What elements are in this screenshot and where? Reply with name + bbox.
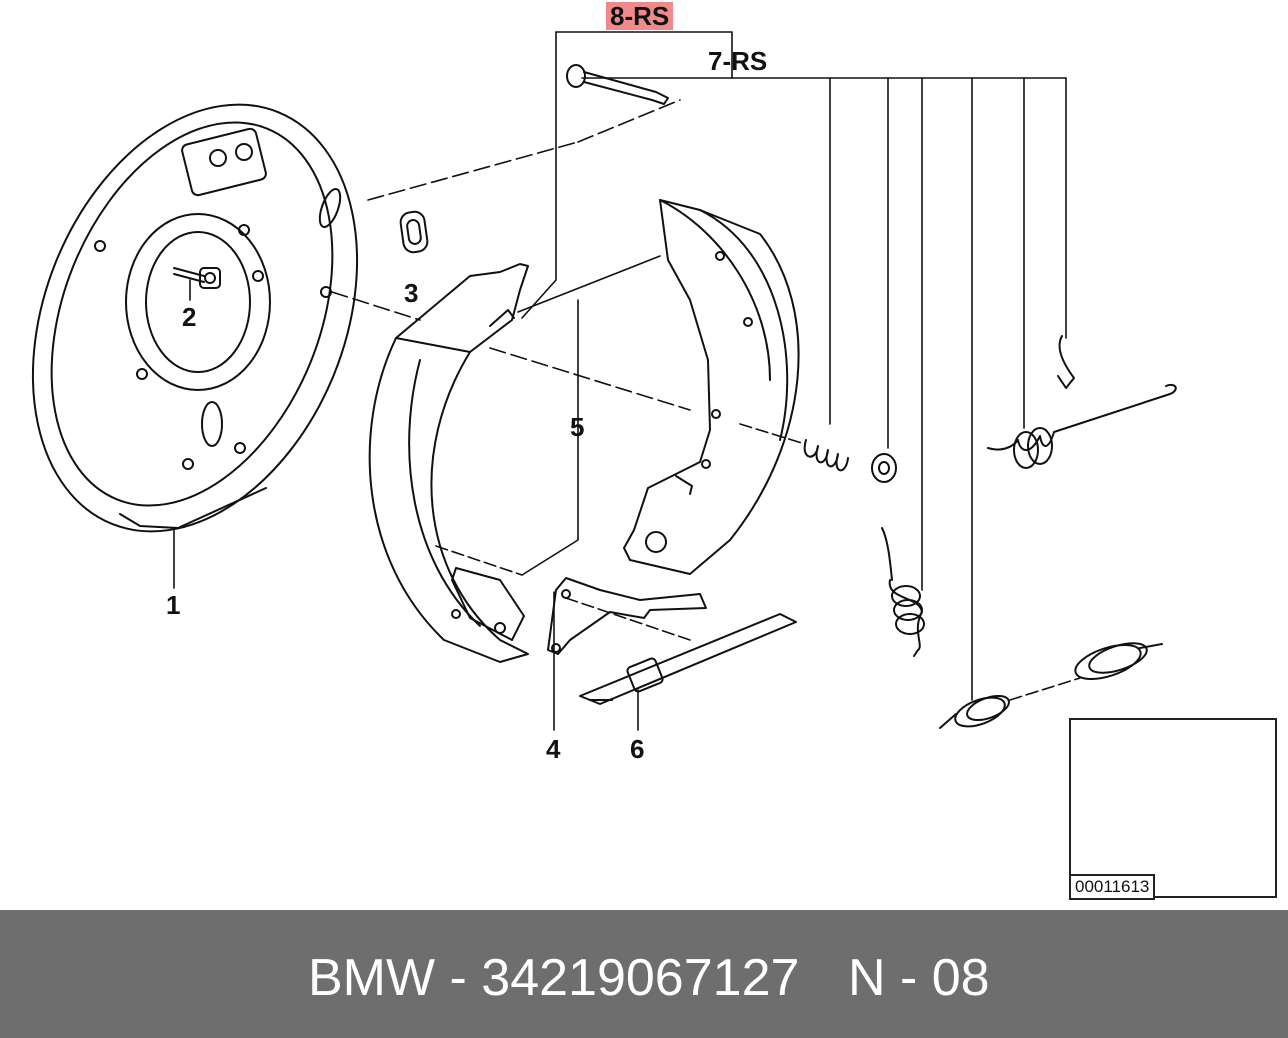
reference-inset: [1069, 718, 1277, 898]
callout-2: 2: [182, 302, 197, 332]
callout-3: 3: [404, 278, 419, 308]
return-spring-bottom: [939, 642, 1163, 729]
callout-1: 1: [166, 590, 181, 620]
return-spring-mid: [881, 527, 925, 657]
footer-part-number: BMW - 34219067127: [308, 949, 800, 1007]
footer-bar: BMW - 34219067127 N - 08: [0, 910, 1288, 1038]
callout-8-rs: 8-RS: [606, 2, 674, 30]
retaining-spring: [803, 439, 897, 483]
leader-lines: [173, 31, 1081, 731]
callout-6: 6: [630, 734, 645, 764]
backing-plate: [31, 103, 359, 533]
callout-5: 5: [570, 412, 585, 442]
brake-shoe-front: [368, 263, 529, 663]
callout-7-rs: 7-RS: [708, 46, 768, 76]
brake-shoe-rear: [623, 199, 800, 575]
footer-page: N - 08: [848, 949, 990, 1007]
callout-4: 4: [546, 734, 561, 764]
bolt: [173, 267, 221, 289]
parking-lever: [547, 577, 707, 655]
grommet: [399, 210, 429, 254]
reference-code: 00011613: [1069, 874, 1156, 900]
adjuster: [579, 613, 797, 705]
hold-down-pin: [566, 64, 669, 105]
return-spring-top: [987, 335, 1177, 469]
